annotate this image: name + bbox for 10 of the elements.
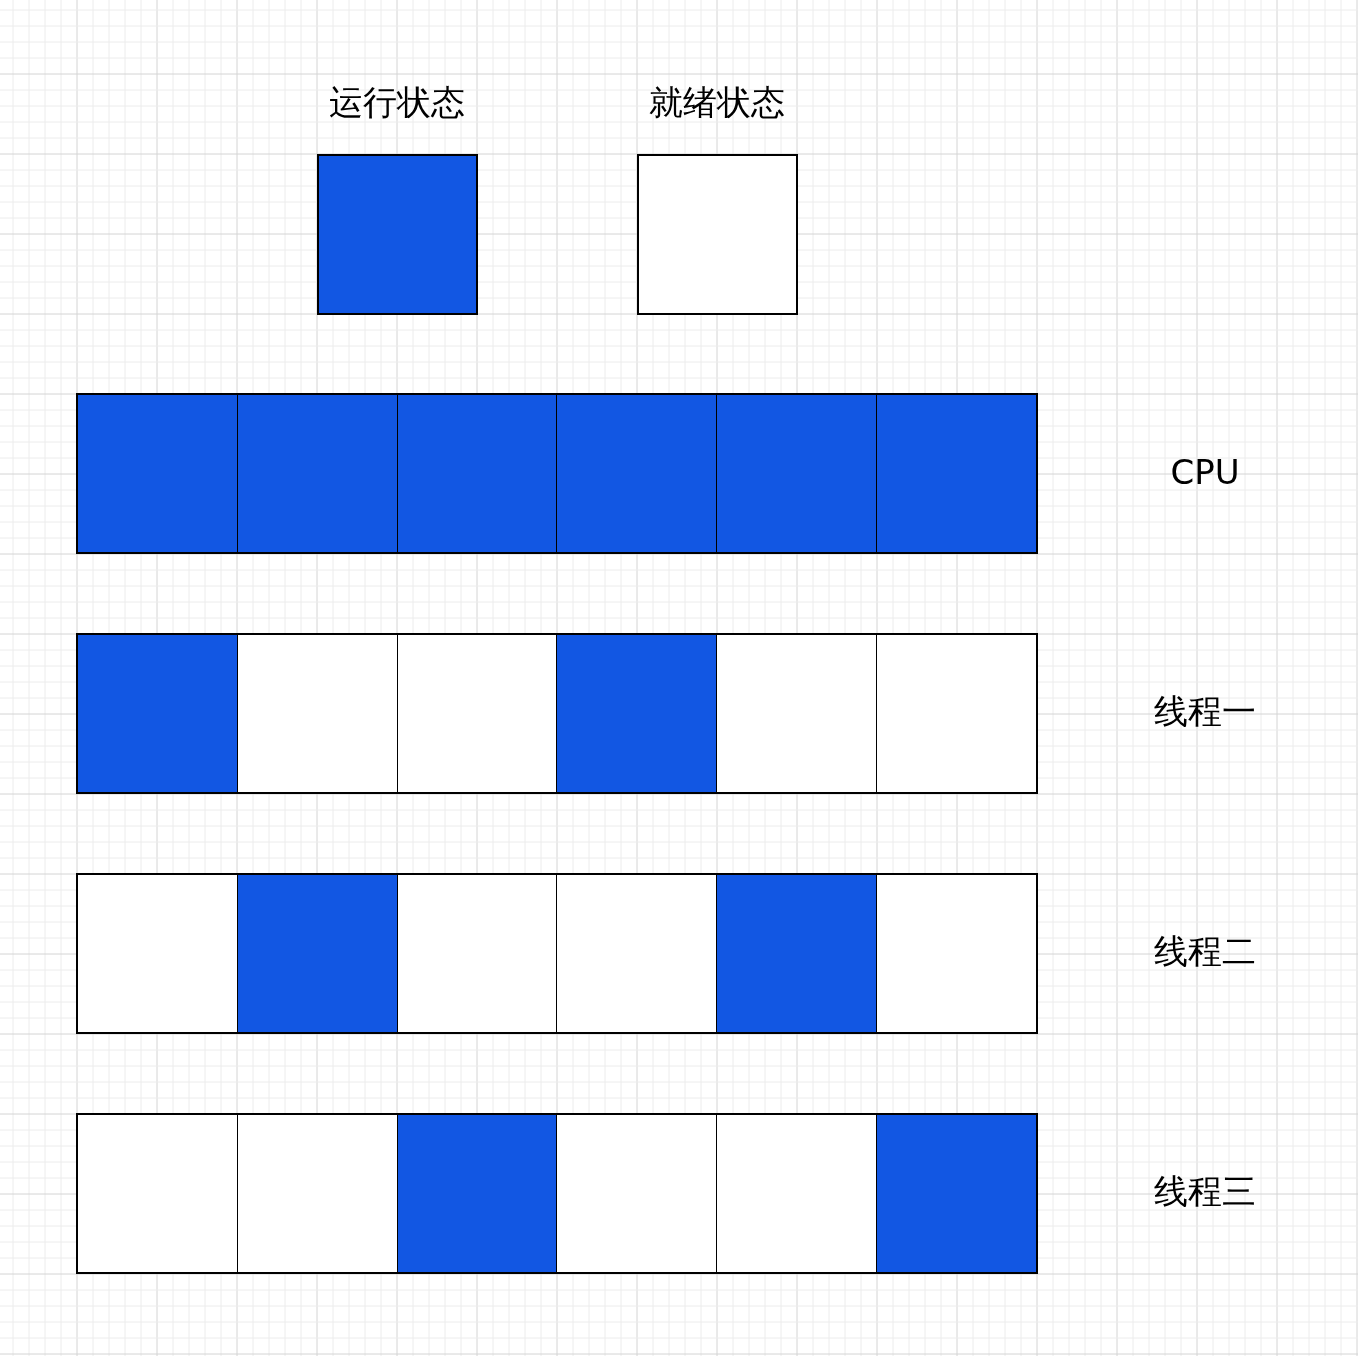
row-label: 线程一 <box>1154 690 1256 733</box>
legend-label: 就绪状态 <box>649 81 785 124</box>
row-label: CPU <box>1170 452 1240 492</box>
timeline-bar <box>76 633 1038 794</box>
timeline-bar <box>76 1113 1038 1274</box>
timeline-bar <box>76 873 1038 1034</box>
row-label: 线程三 <box>1154 1170 1256 1213</box>
row-label: 线程二 <box>1154 930 1256 973</box>
timeline-bar <box>76 393 1038 554</box>
legend-label: 运行状态 <box>329 81 465 124</box>
